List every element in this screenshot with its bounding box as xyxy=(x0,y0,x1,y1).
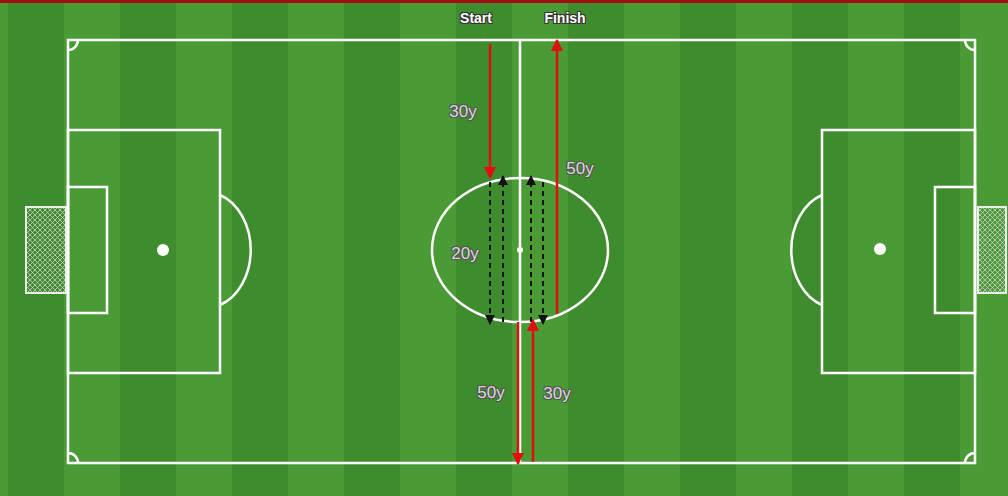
run-label: Finish xyxy=(544,10,585,26)
distance-label: 50y xyxy=(566,159,593,179)
goal xyxy=(26,207,1006,293)
top-bar xyxy=(0,0,1008,3)
distance-label: 50y xyxy=(477,383,504,403)
distance-label: 20y xyxy=(451,244,478,264)
jog-arrows xyxy=(490,176,543,324)
run-label: Start xyxy=(460,10,492,26)
distance-label: 30y xyxy=(543,384,570,404)
distance-label: 30y xyxy=(449,102,476,122)
pitch-markings xyxy=(68,40,975,463)
